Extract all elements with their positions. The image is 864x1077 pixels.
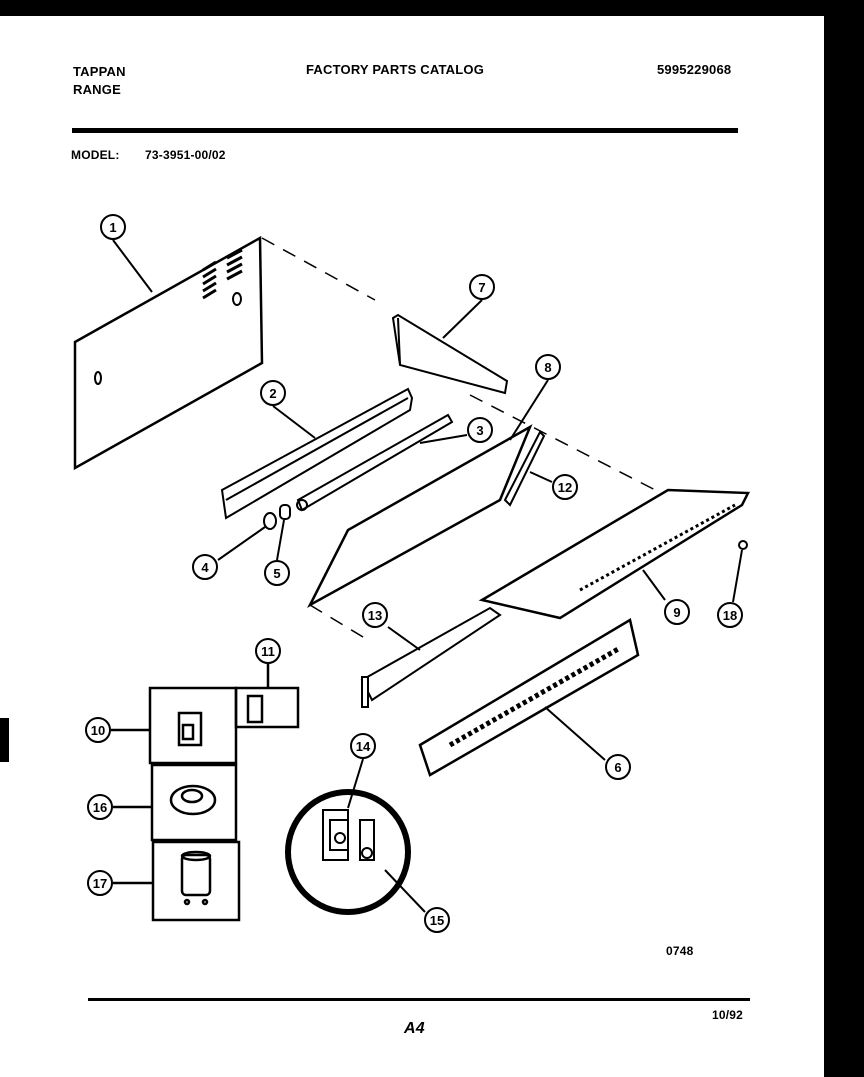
part-4-5-knob <box>217 504 291 561</box>
callout-17: 17 <box>87 870 113 896</box>
drawing-code: 0748 <box>666 944 694 958</box>
callout-4: 4 <box>192 554 218 580</box>
scan-right-border <box>824 0 864 1077</box>
part-9-tray <box>478 488 750 620</box>
assembly-guide-lines <box>261 237 666 641</box>
part-6-vent-rail <box>418 618 640 777</box>
part-13-rail <box>360 606 502 708</box>
brand-line1: TAPPAN <box>73 64 126 79</box>
callout-12: 12 <box>552 474 578 500</box>
part-2-rail <box>220 387 414 520</box>
catalog-title: FACTORY PARTS CATALOG <box>306 62 485 77</box>
model-label: MODEL: <box>71 148 120 162</box>
callout-8: 8 <box>535 354 561 380</box>
callout-11: 11 <box>255 638 281 664</box>
callout-18: 18 <box>717 602 743 628</box>
footer-rule <box>88 998 750 1001</box>
part-3-tube <box>296 413 468 512</box>
callout-16: 16 <box>87 794 113 820</box>
callout-14: 14 <box>350 733 376 759</box>
callout-1: 1 <box>100 214 126 240</box>
callout-7: 7 <box>469 274 495 300</box>
scan-top-border <box>0 0 864 16</box>
header-rule <box>72 128 738 133</box>
revision-date: 10/92 <box>712 1008 744 1022</box>
detail-circle-14-15 <box>285 758 426 915</box>
catalog-number: 5995229068 <box>657 62 732 77</box>
model-number: 73-3951-00/02 <box>145 148 226 162</box>
page-number: A4 <box>404 1020 425 1037</box>
scan-left-mark <box>0 718 9 762</box>
callout-9: 9 <box>664 599 690 625</box>
callout-2: 2 <box>260 380 286 406</box>
component-boxes <box>111 664 300 922</box>
callout-10: 10 <box>85 717 111 743</box>
part-12-strip <box>503 430 553 507</box>
callout-5: 5 <box>264 560 290 586</box>
callout-6: 6 <box>605 754 631 780</box>
part-1-back-panel <box>73 235 264 471</box>
callout-13: 13 <box>362 602 388 628</box>
part-18-clip <box>732 540 748 603</box>
brand-line2: RANGE <box>73 82 121 97</box>
part-8-panel <box>307 379 549 609</box>
part-7-bracket <box>391 299 509 395</box>
callout-15: 15 <box>424 907 450 933</box>
callout-3: 3 <box>467 417 493 443</box>
